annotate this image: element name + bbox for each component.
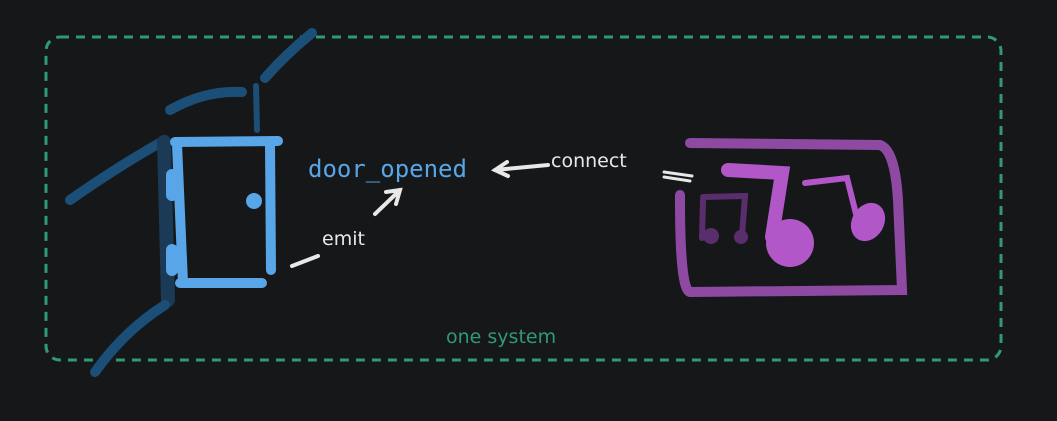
system-boundary — [44, 35, 1003, 362]
connect-label: connect — [551, 150, 627, 172]
connect-arrow — [490, 160, 550, 178]
emit-label: emit — [322, 228, 365, 250]
door-icon — [166, 136, 283, 288]
music-box-icon — [675, 138, 908, 298]
emit-arrow — [290, 187, 403, 268]
system-label: one system — [446, 326, 557, 348]
arrows — [290, 160, 694, 268]
wall-icon — [65, 28, 317, 377]
event-label: door_opened — [308, 155, 467, 183]
